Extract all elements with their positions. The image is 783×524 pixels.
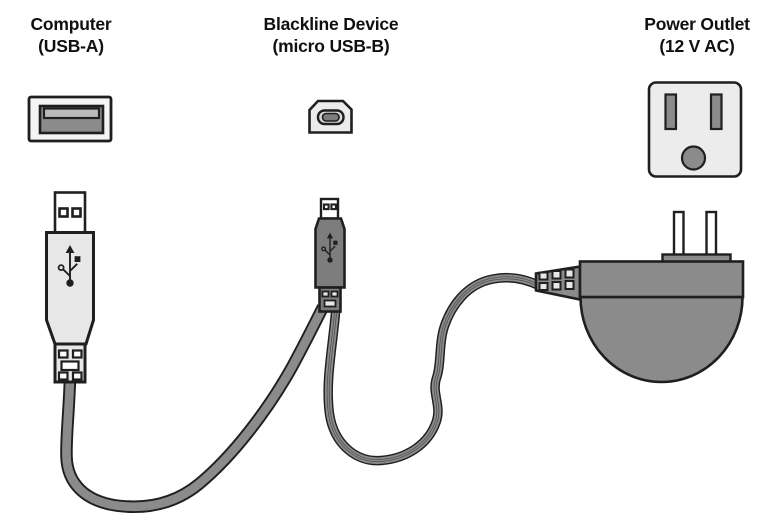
adapter-dome <box>579 295 744 384</box>
label-computer-line1: Computer <box>30 14 112 34</box>
micro-usb-plug-icon <box>314 197 346 313</box>
label-device-line1: Blackline Device <box>263 14 399 34</box>
adapter-prong-left <box>672 210 685 258</box>
adapter-top-band <box>578 260 745 299</box>
power-adapter-icon <box>534 210 745 384</box>
power-cable-band-core <box>327 277 541 462</box>
label-computer: Computer (USB-A) <box>1 14 141 57</box>
outlet-slot-left <box>664 93 678 131</box>
micro-usb-port-icon <box>308 99 353 134</box>
cable-icon <box>60 272 543 513</box>
label-outlet-line2: (12 V AC) <box>659 35 735 56</box>
power-outlet-icon <box>647 81 743 178</box>
usb-a-port-icon <box>27 95 113 143</box>
label-device-line2: (micro USB-B) <box>272 35 390 56</box>
outlet-ground-hole <box>680 145 707 171</box>
label-computer-line2: (USB-A) <box>38 35 104 56</box>
usb-a-plug-icon <box>45 191 95 384</box>
label-blackline-device: Blackline Device (micro USB-B) <box>236 14 426 57</box>
label-power-outlet: Power Outlet (12 V AC) <box>612 14 782 57</box>
usb-cable-outline <box>60 304 329 513</box>
usb-cable-core <box>62 305 327 512</box>
label-outlet-line1: Power Outlet <box>644 14 750 34</box>
adapter-prong-right <box>705 210 718 258</box>
outlet-slot-right <box>709 93 723 131</box>
